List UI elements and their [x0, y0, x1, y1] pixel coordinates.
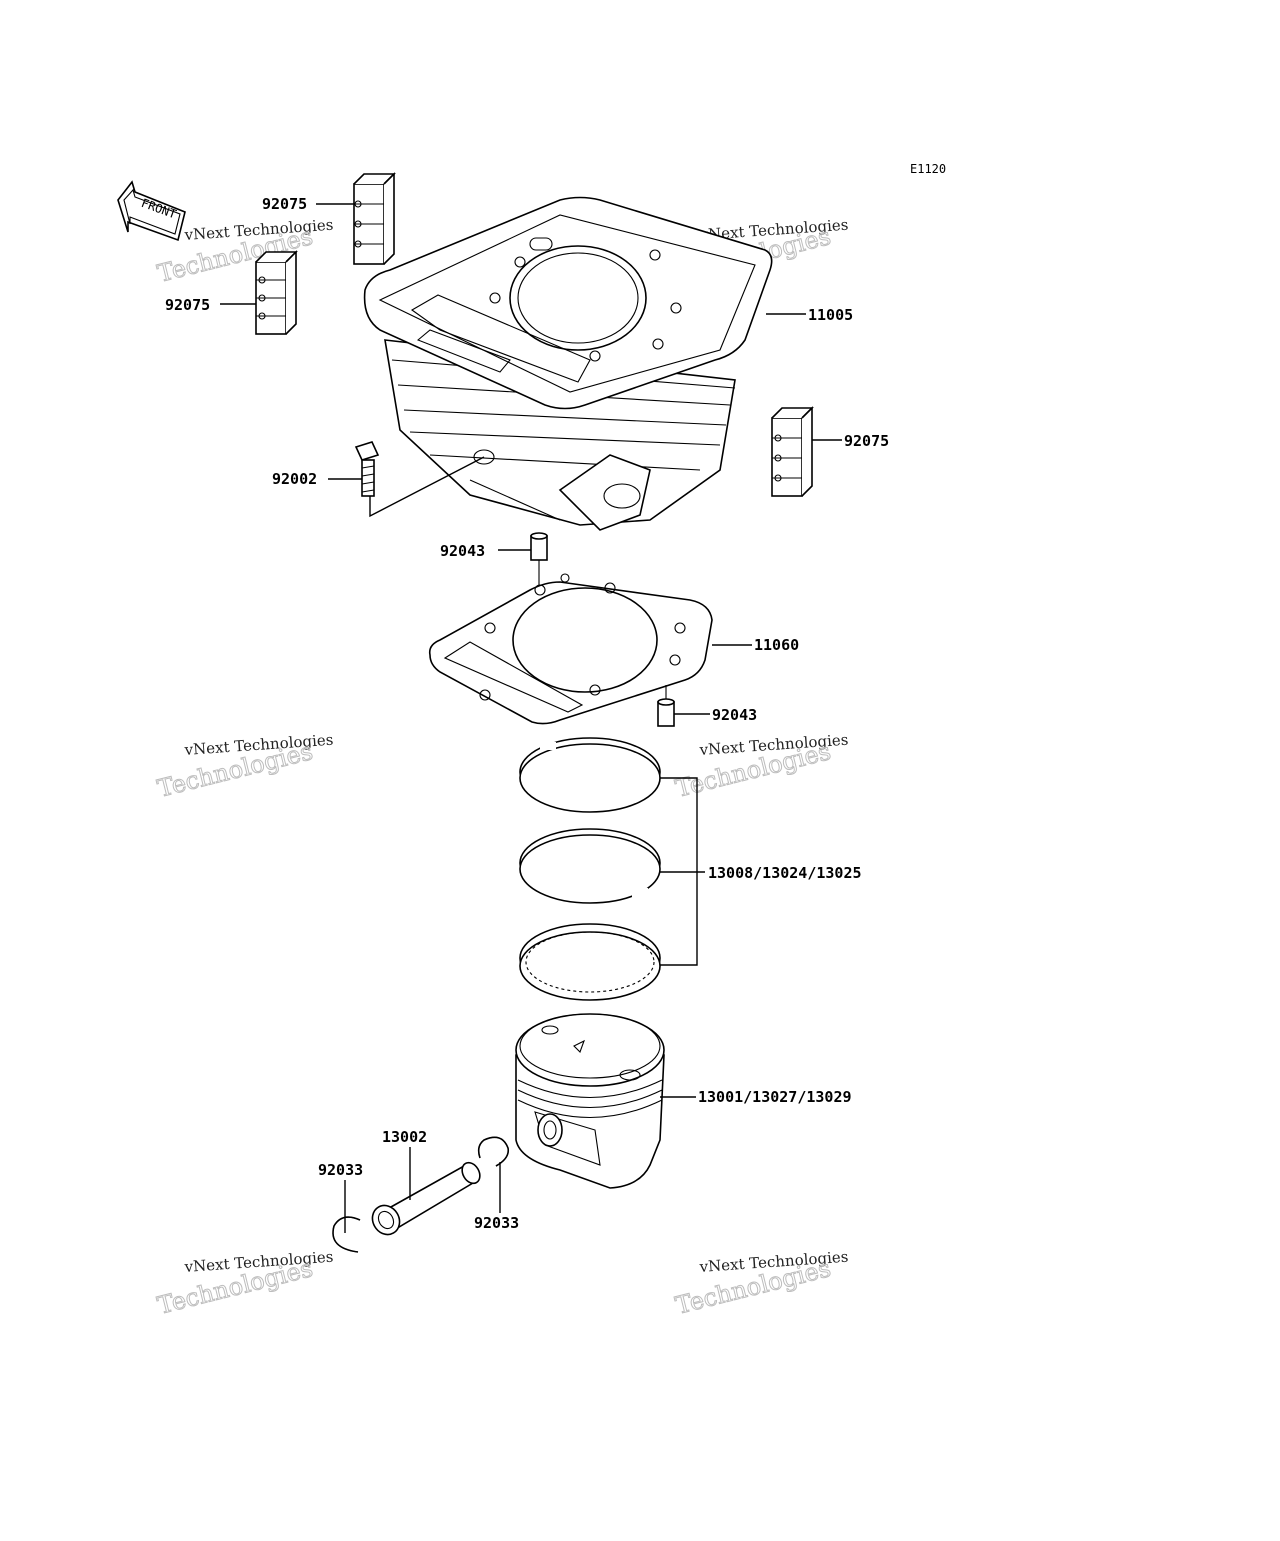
watermark-bottom-right: vNext Technologies Technologies: [672, 1248, 849, 1321]
watermark-middle-right: vNext Technologies Technologies: [672, 731, 849, 804]
piston-ring-top: [519, 737, 661, 813]
damper-92075-right: [771, 406, 814, 497]
callout-piston-rings: 13008/13024/13025: [708, 864, 862, 882]
callout-92075-right: 92075: [844, 432, 889, 450]
cylinder-gasket-11060: [428, 573, 713, 725]
piston-pin-13002: [371, 1161, 481, 1236]
watermark-bottom-left: vNext Technologies Technologies: [154, 1248, 334, 1321]
callout-92033-right: 92033: [474, 1214, 519, 1232]
circlip-92033-left: [332, 1216, 361, 1253]
callout-92075-top: 92075: [262, 195, 307, 213]
diagram-reference-code: E1120: [910, 162, 946, 176]
callout-11005: 11005: [808, 306, 853, 324]
cylinder-11005: [363, 196, 773, 531]
callout-92075-left: 92075: [165, 296, 210, 314]
callout-13002: 13002: [382, 1128, 427, 1146]
callout-piston: 13001/13027/13029: [698, 1088, 852, 1106]
damper-92075-left: [255, 250, 298, 335]
dowel-pin-92043-lower: [657, 685, 675, 727]
front-direction-arrow-icon: FRONT: [117, 180, 186, 242]
watermark-middle-left: vNext Technologies Technologies: [154, 731, 334, 804]
piston-ring-second: [519, 828, 661, 904]
callout-92002: 92002: [272, 470, 317, 488]
piston-ring-oil: [519, 923, 661, 1001]
dowel-pin-92043-top: [530, 532, 548, 585]
callout-92043-top: 92043: [440, 542, 485, 560]
callout-92043-lower: 92043: [712, 706, 757, 724]
callout-92033-left: 92033: [318, 1161, 363, 1179]
bolt-92002: [354, 441, 380, 497]
leader-c9: [660, 777, 705, 966]
circlip-92033-right: [477, 1136, 510, 1167]
piston-13001: [515, 1013, 665, 1189]
callout-11060: 11060: [754, 636, 799, 654]
bolt-leader-line: [369, 456, 485, 518]
damper-92075-top: [353, 172, 396, 265]
